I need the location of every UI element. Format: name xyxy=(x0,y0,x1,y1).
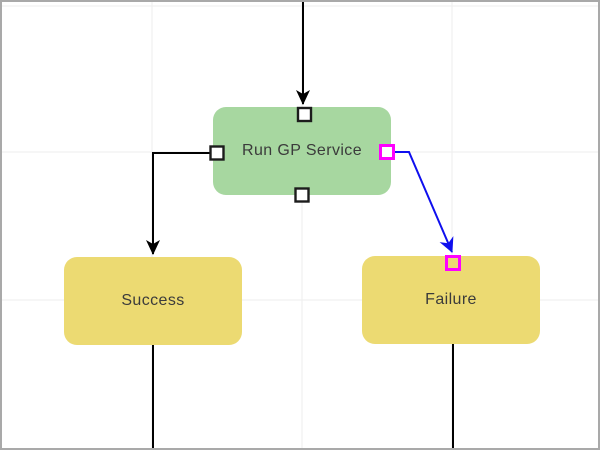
node-success-label: Success xyxy=(121,292,185,309)
node-run-gp-service[interactable]: Run GP Service xyxy=(213,107,391,195)
node-success[interactable]: Success xyxy=(64,257,242,345)
connection-endpoint-handle-failure-selected[interactable] xyxy=(445,255,461,271)
connector-gp-to-success[interactable] xyxy=(146,152,210,255)
node-run-gp-service-label: Run GP Service xyxy=(241,142,363,159)
node-failure-label: Failure xyxy=(425,291,477,308)
connection-handle-left[interactable] xyxy=(209,145,225,161)
connection-handle-bottom[interactable] xyxy=(294,187,310,203)
connection-handle-top[interactable] xyxy=(296,106,313,123)
connection-handle-right-selected[interactable] xyxy=(379,144,395,160)
connector-gp-to-failure-selected[interactable] xyxy=(393,151,454,253)
